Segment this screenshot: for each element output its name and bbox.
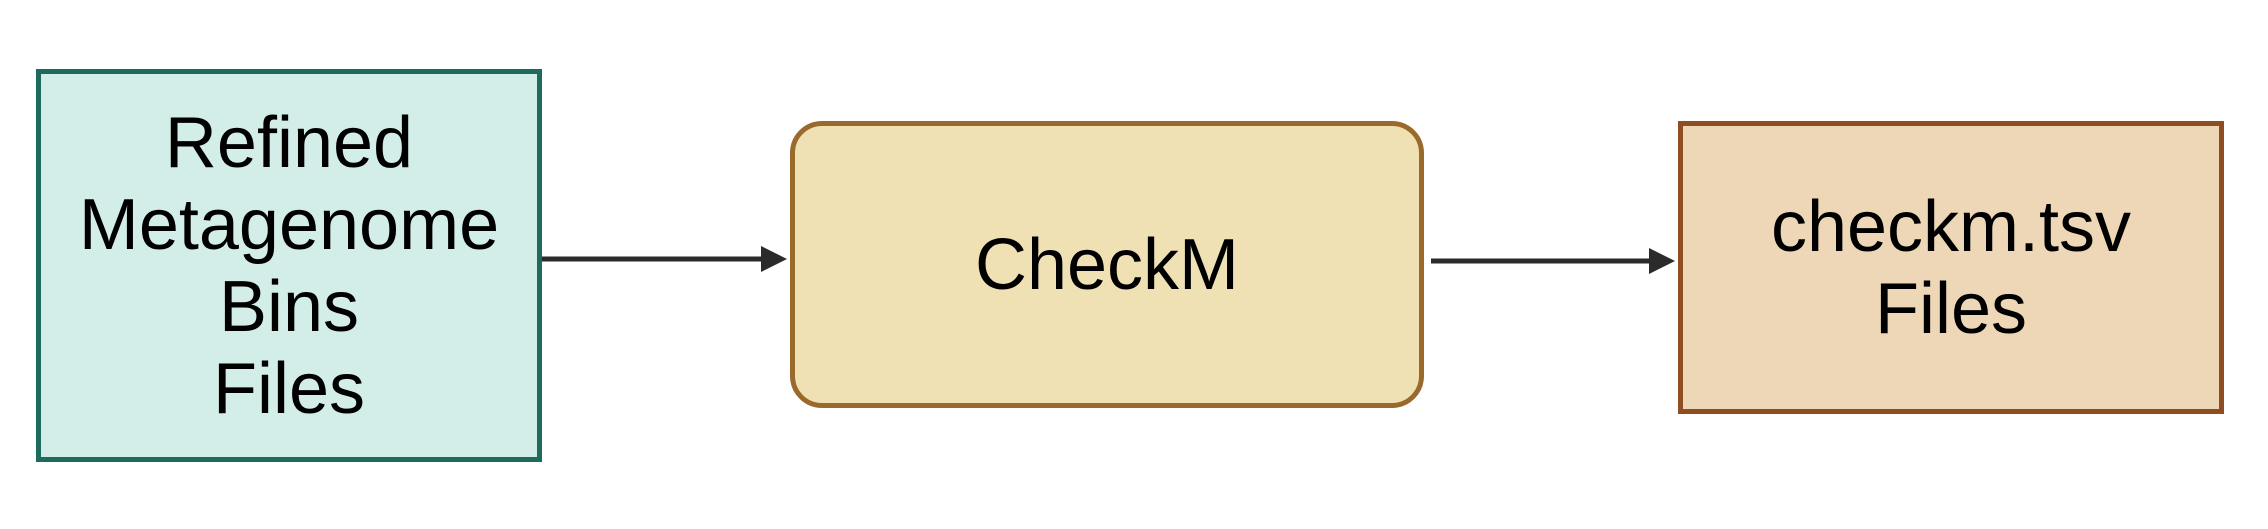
node-checkm-tsv-files: checkm.tsv Files <box>1678 121 2224 414</box>
arrowhead-icon <box>761 246 787 272</box>
node-label: CheckM <box>974 224 1240 305</box>
node-label: checkm.tsv Files <box>1770 186 2132 349</box>
node-refined-metagenome-bins-files: Refined Metagenome Bins Files <box>36 69 542 462</box>
node-checkm: CheckM <box>790 121 1424 408</box>
node-label: Refined Metagenome Bins Files <box>78 102 500 429</box>
edge-process-to-output <box>1431 248 1675 274</box>
arrowhead-icon <box>1649 248 1675 274</box>
edge-input-to-process <box>542 246 787 272</box>
